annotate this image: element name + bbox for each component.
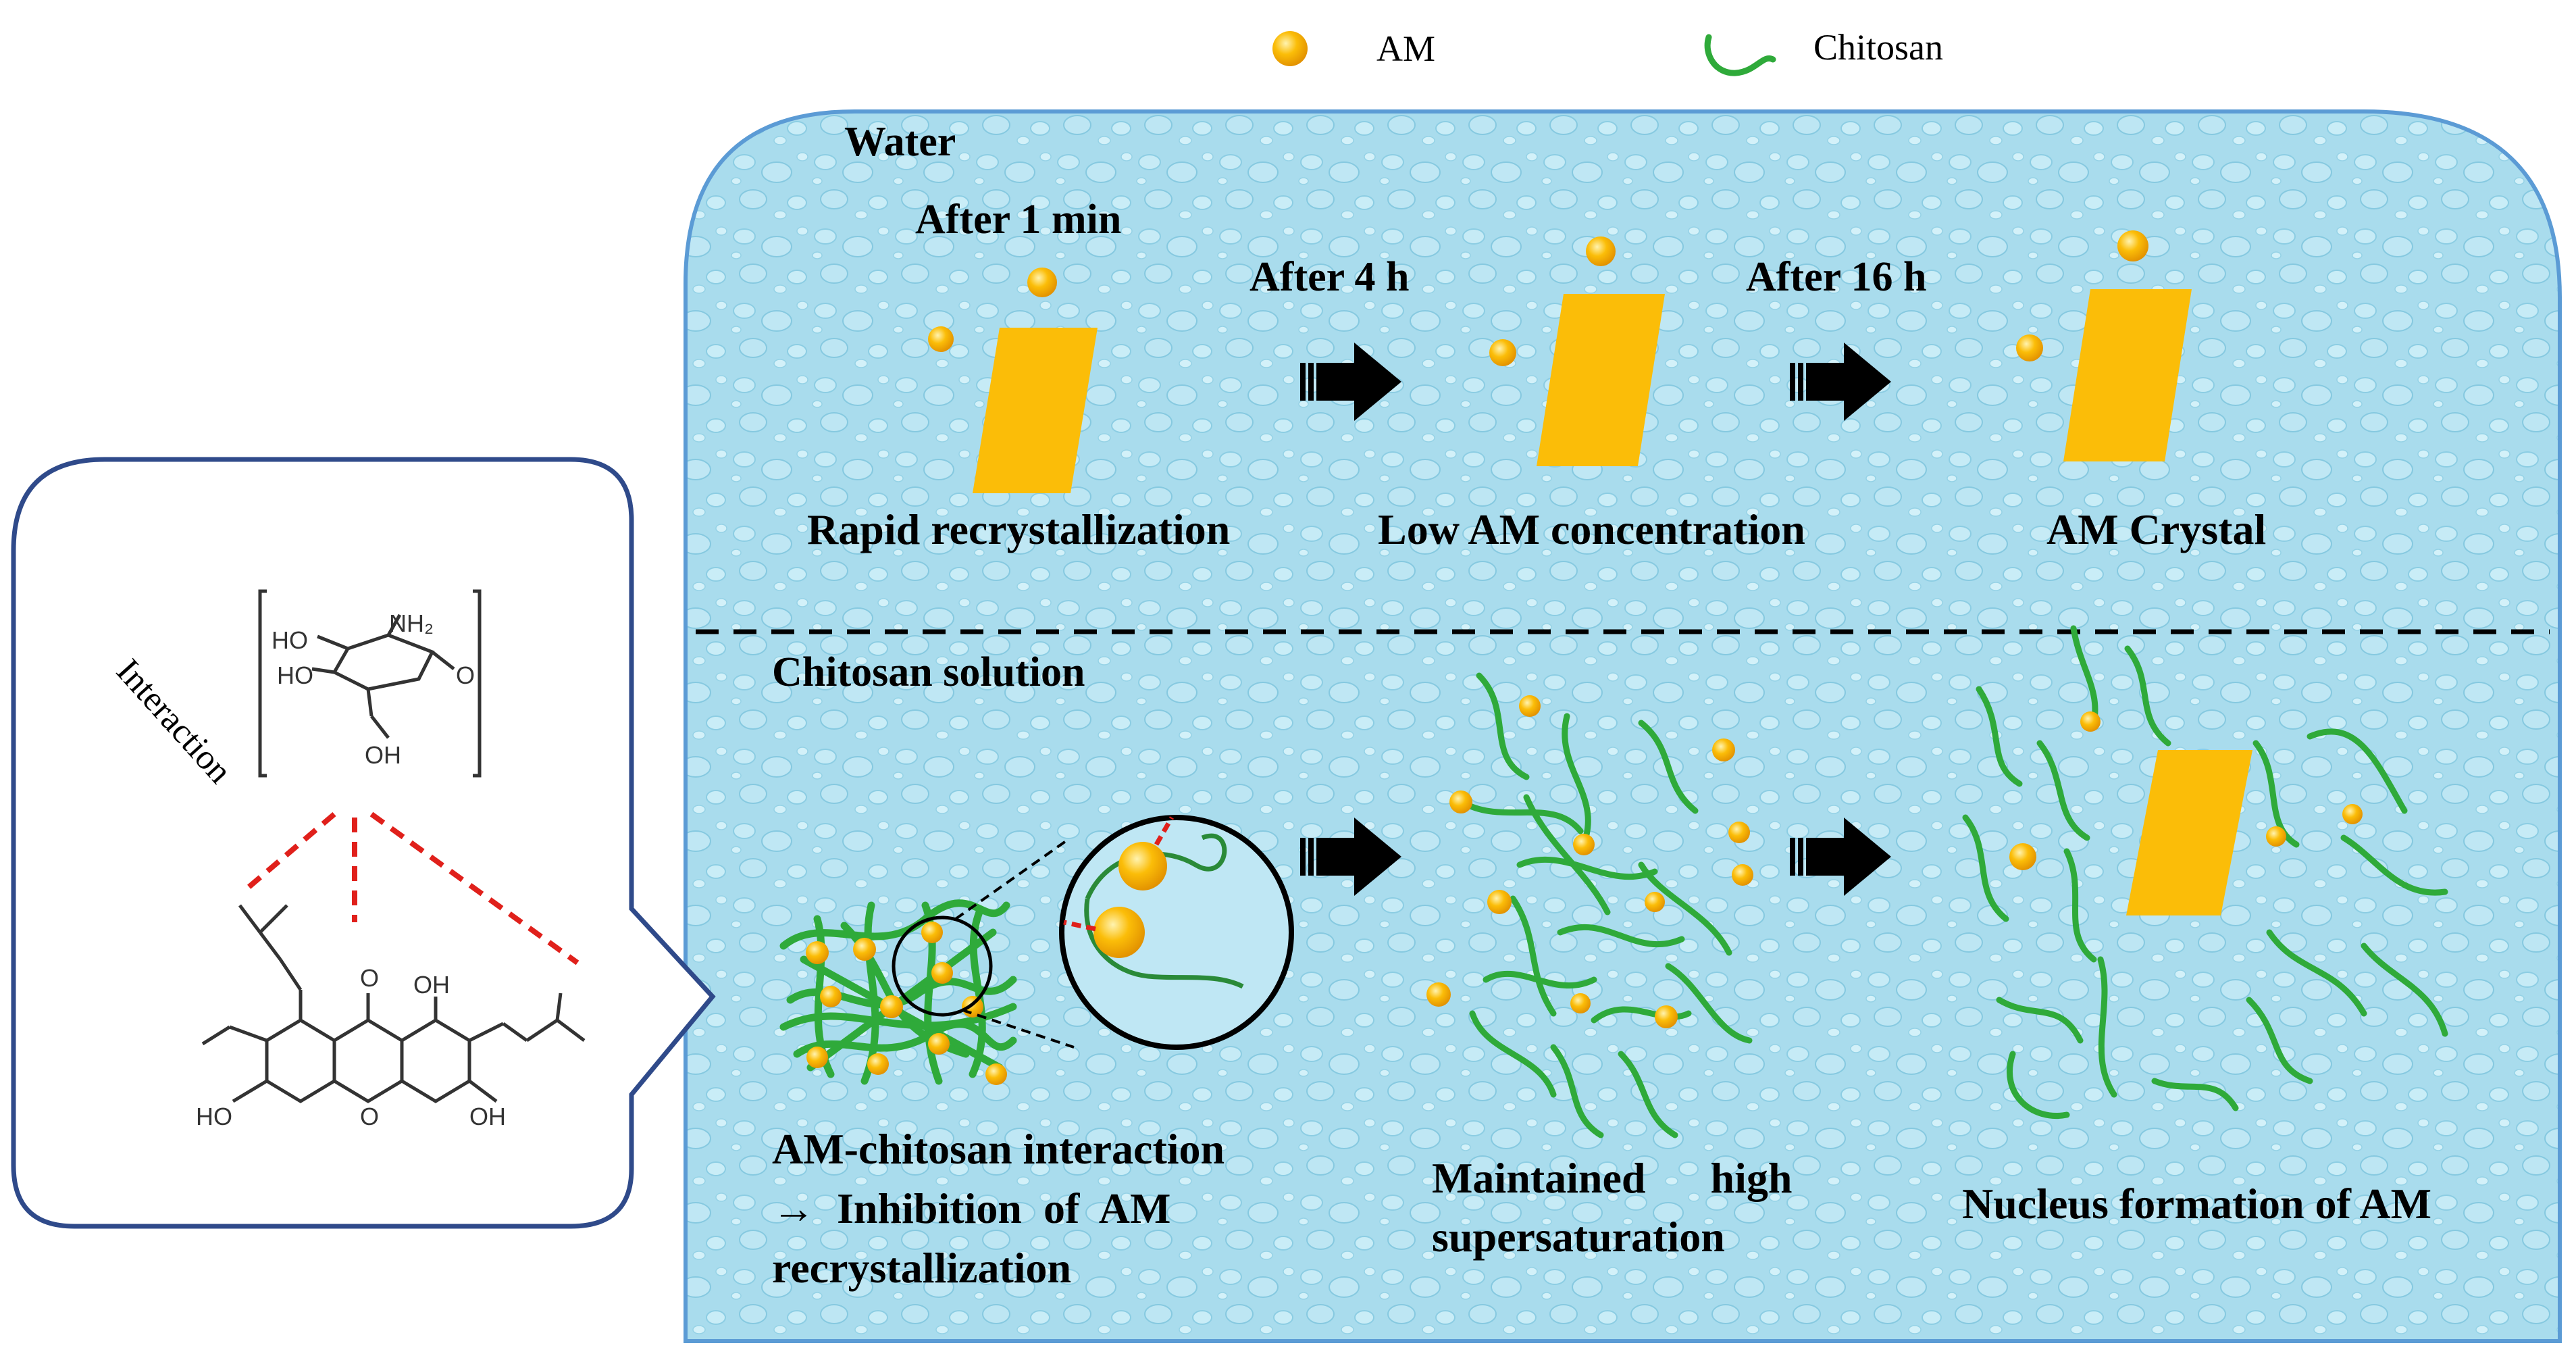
chitosan-strand — [1085, 833, 1227, 900]
chem-label: OH — [469, 1103, 506, 1130]
am-particle — [921, 922, 943, 943]
chitosan-solution-title: Chitosan solution — [772, 649, 1085, 695]
am-particle — [1570, 993, 1591, 1013]
am-particle — [931, 962, 953, 984]
am-particle — [1519, 695, 1541, 717]
zoom-connector — [962, 1009, 1075, 1049]
caption-supersaturation: supersaturation — [1432, 1213, 1725, 1261]
am-particle — [880, 995, 903, 1018]
am-particle — [2266, 826, 2286, 847]
magnified-interaction-view — [1059, 815, 1294, 1050]
caption-low-am-concentration: Low AM concentration — [1378, 505, 1805, 553]
chem-label: OH — [413, 971, 450, 999]
legend: AM Chitosan — [1272, 27, 1943, 76]
time-label-1min: After 1 min — [915, 197, 1121, 243]
am-particle — [853, 938, 876, 961]
am-particle — [1118, 842, 1167, 890]
am-crystal-nucleus — [2126, 750, 2252, 915]
am-particle — [2080, 711, 2101, 732]
chemical-structure-callout: Interaction NH₂ HO HO O OH — [11, 457, 716, 1229]
interaction-bond — [1063, 920, 1096, 932]
am-particle — [806, 1047, 828, 1068]
am-particle — [1732, 864, 1753, 886]
am-particle — [1655, 1005, 1678, 1028]
chem-label: NH₂ — [389, 609, 434, 637]
am-particle — [867, 1053, 889, 1075]
chitosan-strand — [1084, 898, 1244, 989]
alpha-mangostin-structure — [201, 904, 586, 1103]
interaction-lines — [241, 811, 579, 965]
chitosan-dispersed-stage3 — [1962, 625, 2448, 1119]
am-particle — [1027, 268, 1057, 297]
chem-label: HO — [272, 626, 308, 654]
legend-chitosan-icon — [1704, 34, 1776, 76]
am-particle — [2342, 804, 2363, 824]
am-particle — [1573, 834, 1595, 855]
caption-maintained-high: Maintained high — [1432, 1154, 1792, 1202]
interaction-bond — [1154, 816, 1175, 846]
legend-chitosan-label: Chitosan — [1813, 27, 1943, 68]
am-particle — [1093, 907, 1145, 958]
am-particles-stage2 — [1426, 695, 1753, 1028]
am-crystal — [1537, 294, 1665, 466]
chem-label: O — [360, 1103, 379, 1130]
water-section: Water After 1 min After 4 h After 16 h R… — [807, 119, 2266, 553]
am-particle — [2009, 843, 2036, 870]
chem-label: O — [456, 661, 475, 689]
am-crystal — [973, 328, 1098, 493]
am-particle — [985, 1063, 1007, 1085]
caption-recrystallization: recrystallization — [772, 1244, 1071, 1292]
caption-am-chitosan-interaction: AM-chitosan interaction — [772, 1125, 1225, 1173]
am-particle — [1489, 339, 1516, 366]
legend-am-label: AM — [1376, 28, 1435, 69]
legend-am-icon — [1272, 31, 1308, 66]
am-particle — [1645, 892, 1665, 912]
am-particle — [1712, 738, 1735, 761]
chem-label: HO — [196, 1103, 232, 1130]
chitosan-dispersed-stage2 — [1462, 672, 1753, 1138]
zoom-connector — [954, 840, 1067, 920]
chem-label: HO — [277, 661, 313, 689]
am-crystal — [2063, 289, 2192, 461]
time-label-16h: After 16 h — [1746, 254, 1926, 300]
time-label-4h: After 4 h — [1250, 254, 1409, 300]
chitosan-section: Chitosan solution — [772, 625, 2448, 1292]
chem-label: OH — [365, 741, 401, 769]
am-particle — [2117, 230, 2148, 261]
zoom-source-circle — [892, 915, 993, 1017]
am-particle — [1449, 790, 1472, 813]
am-particles-stage3 — [2009, 711, 2363, 870]
am-particle — [820, 986, 842, 1007]
magnifier-circle — [1059, 815, 1294, 1050]
am-particle — [1586, 236, 1616, 266]
am-particle — [2016, 334, 2043, 361]
am-particle — [1426, 982, 1451, 1007]
am-particle — [1728, 822, 1750, 843]
chitosan-monomer-structure — [258, 589, 482, 778]
water-title: Water — [844, 119, 956, 165]
caption-nucleus-formation: Nucleus formation of AM — [1962, 1180, 2431, 1228]
am-particle — [806, 941, 829, 964]
am-particle — [1487, 890, 1512, 914]
caption-rapid-recrystallization: Rapid recrystallization — [807, 505, 1230, 553]
caption-inhibition: → Inhibition of AM — [772, 1184, 1170, 1232]
am-particle — [928, 326, 954, 352]
chem-label: O — [360, 964, 379, 992]
am-particle — [928, 1033, 950, 1055]
caption-am-crystal: AM Crystal — [2046, 505, 2266, 553]
